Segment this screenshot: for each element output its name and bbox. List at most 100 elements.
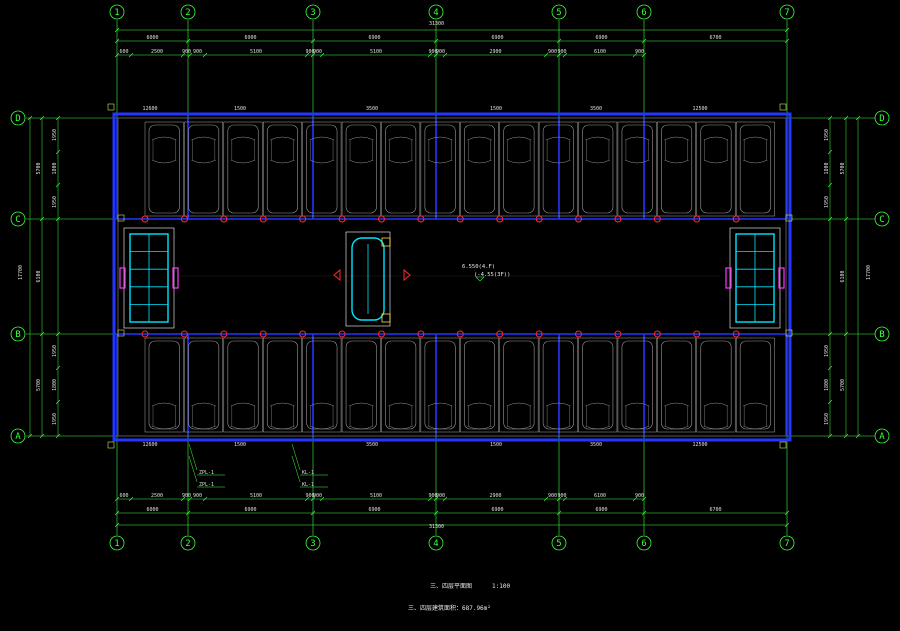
wall-mark-text: 3500	[366, 442, 378, 448]
dimension-tick	[433, 52, 439, 58]
axis-bubble	[636, 535, 652, 551]
car-windshield	[703, 136, 729, 141]
dimension-tick	[641, 38, 647, 44]
car-windshield	[624, 136, 650, 141]
axis-bubble	[874, 326, 890, 342]
car-roof	[151, 159, 177, 164]
dimension-text: 6000	[146, 35, 158, 41]
car-windshield	[151, 136, 177, 141]
dimension-tick	[27, 115, 33, 121]
parking-bay	[420, 121, 460, 217]
axis-label-row: A	[15, 432, 21, 442]
dimension-tick	[843, 331, 849, 337]
column-marker	[732, 215, 740, 223]
parking-bay	[381, 121, 421, 217]
column-marker	[180, 215, 188, 223]
right-total-dimension: 17700	[866, 265, 872, 280]
car-windshield	[546, 136, 571, 141]
car-roof	[467, 159, 492, 164]
inner-wall-line	[117, 117, 787, 437]
car-outline	[306, 340, 338, 430]
parking-bay	[696, 337, 736, 433]
car-outline	[503, 124, 535, 214]
car-roof	[664, 159, 689, 164]
axis-bubble	[10, 110, 26, 126]
car-outline	[148, 124, 180, 214]
axis-bubble	[305, 535, 321, 551]
dimension-tick	[202, 496, 208, 502]
axis-bubble	[874, 211, 890, 227]
dimension-text: 5700	[36, 379, 42, 391]
axis-label-row: C	[15, 215, 20, 225]
car-body	[385, 340, 417, 430]
dimension-text: 6700	[709, 35, 721, 41]
dimension-tick	[187, 52, 193, 58]
column-marker	[614, 330, 622, 338]
dimension-tick	[543, 52, 549, 58]
dimension-text: 6900	[491, 507, 503, 513]
dimension-text: 2900	[489, 493, 501, 499]
column-marker	[417, 215, 425, 223]
axis-bubble	[428, 4, 444, 20]
car-roof	[427, 159, 453, 164]
turntable-frame	[345, 231, 391, 327]
drawing-scale: 1:100	[492, 583, 510, 590]
parking-bay	[302, 121, 342, 217]
axis-bubble	[779, 4, 795, 20]
column-marker	[180, 330, 188, 338]
dimension-text: 6900	[244, 35, 256, 41]
dimension-tick	[855, 115, 861, 121]
top-total-dimension: 31300	[429, 21, 444, 27]
dimension-tick	[827, 216, 833, 222]
dimension-tick	[632, 52, 638, 58]
dimension-text: 5100	[370, 49, 382, 55]
car-windshield	[703, 402, 729, 407]
car-roof	[743, 159, 768, 164]
car-outline	[542, 124, 574, 214]
axis-label-col: 4	[433, 539, 438, 549]
car-windshield	[467, 402, 492, 407]
dimension-tick	[843, 433, 849, 439]
car-roof	[703, 425, 729, 430]
parking-bay	[499, 121, 539, 217]
dimension-text: 6900	[595, 35, 607, 41]
dimension-tick	[562, 52, 568, 58]
axis-label-col: 1	[114, 8, 119, 18]
column-marker	[653, 330, 661, 338]
dimension-text: 5100	[250, 493, 262, 499]
car-roof	[191, 159, 216, 164]
lift-motor	[725, 267, 732, 289]
tag-leader	[188, 455, 198, 483]
parking-bay	[341, 337, 381, 433]
dimension-text: 900	[182, 49, 191, 55]
column-marker	[417, 330, 425, 338]
dimension-text: 6700	[709, 507, 721, 513]
parking-bay	[657, 337, 696, 433]
car-body	[739, 340, 771, 430]
dimension-text: 1950	[52, 413, 58, 425]
column-marker	[456, 215, 464, 223]
car-outline	[345, 340, 377, 430]
car-windshield	[585, 402, 611, 407]
car-body	[503, 340, 535, 430]
car-roof	[309, 159, 335, 164]
dimension-tick	[39, 433, 45, 439]
dimension-tick	[843, 115, 849, 121]
parking-bay	[735, 337, 775, 433]
car-roof	[151, 425, 177, 430]
dimension-tick	[556, 52, 562, 58]
axis-label-col: 2	[185, 539, 190, 549]
car-body	[621, 124, 653, 214]
tag-leader	[291, 443, 301, 471]
dimension-tick	[55, 433, 61, 439]
car-outline	[739, 124, 771, 214]
car-body	[148, 124, 180, 214]
dimension-text: 6900	[368, 507, 380, 513]
beam-tag: ZPL-1	[199, 482, 214, 488]
wall-mark-text: 12500	[692, 442, 707, 448]
car-body	[582, 340, 614, 430]
column-marker	[299, 215, 307, 223]
dimension-text: 6000	[146, 507, 158, 513]
elevation-label: 6.550(4.F)	[462, 264, 495, 270]
